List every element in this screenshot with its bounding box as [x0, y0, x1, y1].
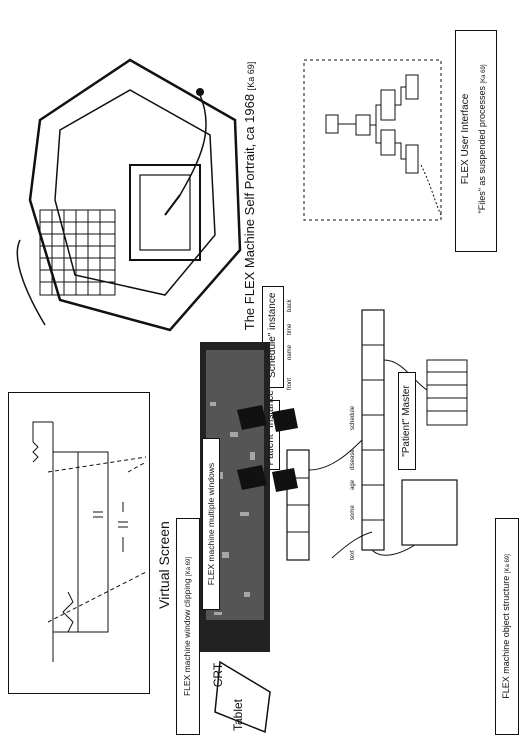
ui-tree-diagram — [296, 55, 446, 225]
ui-caption-title: FLEX User Interface — [458, 32, 474, 246]
windows-label-text: FLEX machine multiple windows — [206, 463, 216, 585]
clipping-caption-ref: [Ka 69] — [186, 557, 192, 576]
ui-caption: FLEX User Interface "Files" as suspended… — [458, 32, 492, 246]
crt-label: CRT — [208, 655, 228, 695]
portrait-caption-text: The FLEX Machine Self Portrait, ca 1968 — [242, 94, 257, 330]
clipping-caption: FLEX machine window clipping [Ka 69] — [176, 518, 200, 735]
tablet-label-text: Tablet — [231, 699, 245, 731]
mini-monitor-icons — [232, 400, 302, 520]
ui-caption-ref: [Ka 69] — [481, 65, 487, 84]
windows-label: FLEX machine multiple windows — [202, 438, 220, 610]
field-word-back: back — [287, 299, 293, 312]
object-caption-text: FLEX machine object structure — [501, 576, 511, 699]
portrait-caption: The FLEX Machine Self Portrait, ca 1968 … — [240, 36, 260, 356]
circuit-diagram — [8, 392, 148, 692]
object-caption: FLEX machine object structure [Ka 69] — [495, 518, 519, 735]
virtual-screen-text: Virtual Screen — [156, 521, 172, 609]
slot-word-age: age — [350, 480, 356, 490]
field-word-front: front — [287, 378, 293, 390]
slot-word-some: some — [350, 505, 356, 520]
field-word-name: name — [287, 345, 293, 360]
ui-caption-subtitle-text: "Files" as suspended processes — [477, 86, 487, 213]
slot-word-text: text — [350, 550, 356, 560]
patient-master-text: "Patient" Master — [401, 385, 412, 457]
slot-word-schedule: schedule — [350, 406, 356, 430]
crt-label-text: CRT — [211, 663, 225, 687]
virtual-screen-label: Virtual Screen — [152, 490, 176, 640]
field-word-time: time — [287, 324, 293, 335]
portrait-caption-ref: [Ka 69] — [246, 62, 256, 91]
clipping-caption-text: FLEX machine window clipping — [182, 578, 192, 696]
ui-caption-subtitle: "Files" as suspended processes [Ka 69] — [474, 32, 492, 246]
object-caption-ref: [Ka 69] — [505, 554, 511, 573]
tablet-label: Tablet — [228, 695, 248, 735]
patient-master-label: "Patient" Master — [398, 372, 416, 470]
flex-machine-illustration — [0, 0, 268, 380]
slot-word-disease: disease — [350, 449, 356, 470]
